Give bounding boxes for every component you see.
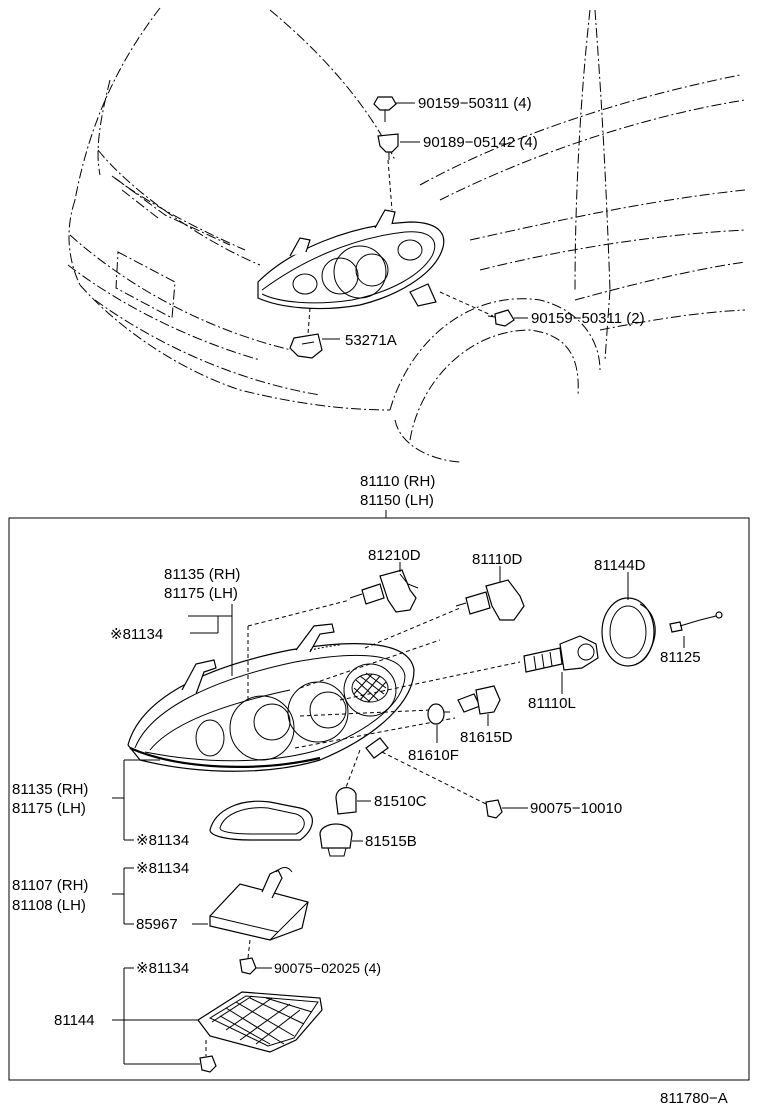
diagram-id: 811780−A [660, 1090, 728, 1107]
label-socket-81515b: 81515B [365, 833, 417, 850]
label-socket-81615d: 81615D [460, 729, 513, 746]
label-bracket-81144: 81144 [54, 1012, 95, 1029]
label-housing-lh: 81175 (LH) [12, 800, 86, 817]
label-lens-rh: 81135 (RH) [164, 566, 240, 583]
bolt-upper-icon [373, 96, 397, 122]
bulb-81510c-icon [335, 787, 357, 815]
label-note-lens: ※81134 [110, 626, 163, 643]
car-front-outline [67, 7, 746, 463]
installed-headlamp [257, 209, 445, 310]
label-wire-81125: 81125 [660, 649, 701, 666]
bracket-53271a-icon [289, 333, 323, 359]
label-housing-rh: 81135 (RH) [12, 781, 88, 798]
label-bolt-upper: 90159−50311 (4) [418, 95, 532, 112]
label-bulb-81110d: 81110D [472, 551, 522, 568]
label-bulb-81610f: 81610F [408, 747, 459, 764]
label-clip-upper: 90189−05142 (4) [423, 134, 538, 151]
screw-90075-10010-icon [485, 799, 503, 819]
label-screw-90075-10010: 90075−10010 [530, 800, 622, 817]
label-cover-81144d: 81144D [594, 557, 646, 574]
label-bulb-81210d: 81210D [368, 547, 421, 564]
label-ballast-85967: 85967 [136, 916, 178, 933]
label-lens-lh: 81175 (LH) [164, 585, 238, 602]
ballast-screw-icon [239, 957, 257, 975]
label-note-bracket: ※81134 [136, 960, 189, 977]
label-bulb-81510c: 81510C [374, 793, 427, 810]
bracket-screw-icon [199, 1055, 217, 1073]
label-bracket: 53271A [345, 332, 397, 349]
ballast-85967-icon [209, 867, 309, 941]
label-hid-bulb-81110l: 81110L [528, 695, 576, 712]
detail-frame [8, 517, 750, 1081]
assembly-label-lh: 81150 (LH) [360, 492, 434, 509]
bulb-81210d-icon [349, 569, 419, 613]
headlamp-assembly [127, 623, 415, 772]
clip-upper-icon [377, 133, 399, 160]
socket-81515b-icon [319, 823, 353, 857]
label-note-ballast: ※81134 [136, 860, 189, 877]
hid-bulb-81110l-icon [523, 635, 599, 673]
assembly-label-rh: 81110 (RH) [360, 473, 435, 490]
bulb-81110d-icon [455, 579, 525, 621]
gasket-icon [209, 800, 313, 841]
socket-81615d-icon [457, 685, 501, 715]
bolt-side-icon [487, 309, 515, 327]
bracket-81144-icon [197, 991, 323, 1053]
label-bolt-side: 90159−50311 (2) [531, 310, 645, 327]
label-ballast-lh: 81108 (LH) [12, 897, 86, 914]
cover-81144d-icon [601, 597, 656, 667]
wire-81125-icon [669, 611, 723, 633]
label-note-gasket: ※81134 [136, 832, 189, 849]
bulb-81610f-icon [427, 703, 450, 725]
label-ballast-rh: 81107 (RH) [12, 877, 88, 894]
label-ballast-screw: 90075−02025 (4) [274, 960, 381, 976]
